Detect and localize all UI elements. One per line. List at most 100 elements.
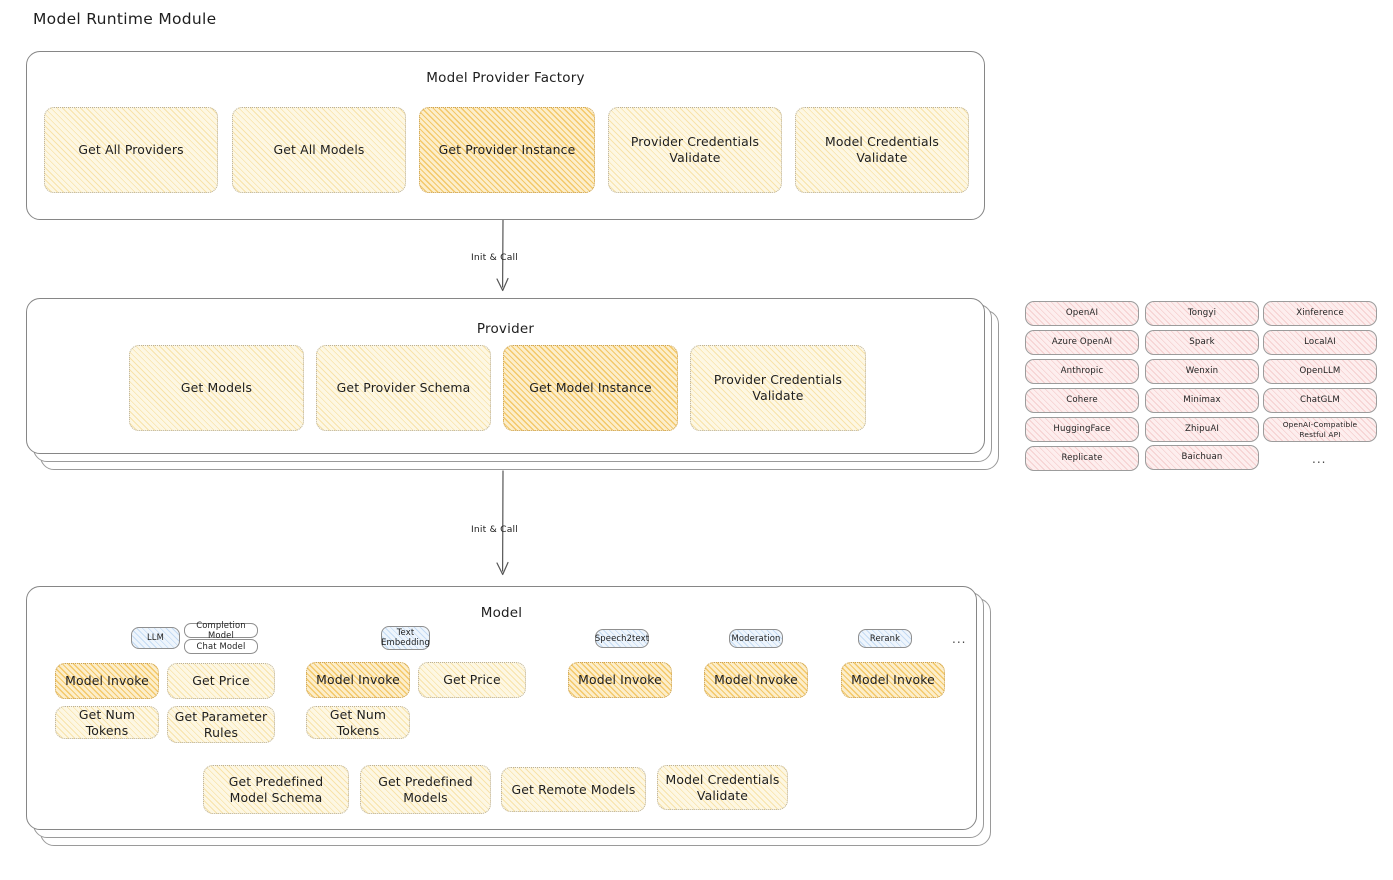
node-label: Model Credentials Validate — [665, 771, 780, 803]
node-provider-credentials-validate[interactable]: Provider Credentials Validate — [608, 107, 782, 193]
arrow-factory-to-provider — [496, 219, 509, 292]
node-get-all-models[interactable]: Get All Models — [232, 107, 406, 193]
provider-chip-localai[interactable]: LocalAI — [1263, 330, 1377, 355]
node-label: Get Remote Models — [511, 781, 636, 797]
badge-label: Completion Model — [196, 619, 246, 640]
node-label: Get All Providers — [78, 142, 184, 158]
arrow-provider-to-model — [496, 470, 509, 576]
provider-chip-openai-compatible-restful-api[interactable]: OpenAI-Compatible Restful API — [1263, 417, 1377, 442]
node-label: Get All Models — [273, 142, 365, 158]
node-label: Get Parameter Rules — [174, 708, 268, 740]
node-label: Get Model Instance — [529, 380, 652, 396]
provider-chip-cohere[interactable]: Cohere — [1025, 388, 1139, 413]
provider-chip-baichuan[interactable]: Baichuan — [1145, 445, 1259, 470]
node-label: Model Invoke — [316, 672, 400, 688]
node-moderation-model-invoke[interactable]: Model Invoke — [704, 662, 808, 698]
node-get-predefined-model-schema[interactable]: Get Predefined Model Schema — [203, 765, 349, 814]
node-rerank-model-invoke[interactable]: Model Invoke — [841, 662, 945, 698]
model-title: Model — [480, 605, 523, 621]
chip-label: Cohere — [1066, 395, 1098, 405]
badge-label: Rerank — [869, 632, 901, 643]
provider-chip-azure-openai[interactable]: Azure OpenAI — [1025, 330, 1139, 355]
node-label: Get Provider Instance — [438, 142, 576, 158]
chip-label: OpenAI-Compatible Restful API — [1282, 420, 1358, 439]
node-get-provider-instance[interactable]: Get Provider Instance — [419, 107, 595, 193]
node-llm-model-invoke[interactable]: Model Invoke — [55, 663, 159, 699]
node-llm-get-parameter-rules[interactable]: Get Parameter Rules — [167, 706, 275, 743]
arrow-label-init-call-2: Init & Call — [471, 524, 519, 535]
model-subtype-badge-chat-model[interactable]: Chat Model — [184, 639, 258, 654]
node-label: Provider Credentials Validate — [630, 134, 760, 165]
node-get-models[interactable]: Get Models — [129, 345, 304, 431]
badge-label: Speech2text — [594, 632, 650, 643]
model-type-badge-moderation[interactable]: Moderation — [729, 629, 783, 648]
chip-label: ZhipuAI — [1184, 424, 1220, 434]
model-provider-factory-title: Model Provider Factory — [426, 70, 585, 86]
chip-label: OpenAI — [1065, 308, 1099, 318]
badge-label: Chat Model — [196, 640, 246, 651]
model-type-badge-rerank[interactable]: Rerank — [858, 629, 912, 648]
chip-label: Baichuan — [1181, 452, 1223, 462]
node-llm-get-num-tokens[interactable]: Get Num Tokens — [55, 706, 159, 739]
page-title: Model Runtime Module — [33, 10, 217, 28]
node-label: Get Price — [192, 673, 250, 689]
node-text-embedding-model-invoke[interactable]: Model Invoke — [306, 662, 410, 698]
provider-chip-replicate[interactable]: Replicate — [1025, 446, 1139, 471]
chip-label: Spark — [1189, 337, 1215, 347]
chip-label: Tongyi — [1187, 308, 1217, 318]
node-label: Get Predefined Model Schema — [228, 773, 324, 805]
arrow-label-init-call-1: Init & Call — [471, 252, 519, 263]
node-label: Get Price — [443, 672, 501, 688]
node-get-remote-models[interactable]: Get Remote Models — [501, 767, 646, 812]
provider-chip-wenxin[interactable]: Wenxin — [1145, 359, 1259, 384]
provider-chip-openllm[interactable]: OpenLLM — [1263, 359, 1377, 384]
node-llm-get-price[interactable]: Get Price — [167, 663, 275, 699]
node-text-embedding-get-num-tokens[interactable]: Get Num Tokens — [306, 706, 410, 739]
node-model-credentials-validate-2[interactable]: Model Credentials Validate — [657, 765, 788, 810]
chip-label: HuggingFace — [1053, 424, 1111, 434]
provider-chip-spark[interactable]: Spark — [1145, 330, 1259, 355]
node-speech2text-model-invoke[interactable]: Model Invoke — [568, 662, 672, 698]
badge-label: Moderation — [731, 632, 781, 643]
model-type-badge-text-embedding[interactable]: Text Embedding — [381, 626, 430, 650]
provider-chip-xinference[interactable]: Xinference — [1263, 301, 1377, 326]
model-type-badge-speech2text[interactable]: Speech2text — [595, 629, 649, 648]
chip-label: OpenLLM — [1299, 366, 1341, 376]
provider-chip-openai[interactable]: OpenAI — [1025, 301, 1139, 326]
provider-chip-minimax[interactable]: Minimax — [1145, 388, 1259, 413]
node-provider-credentials-validate-2[interactable]: Provider Credentials Validate — [690, 345, 866, 431]
badge-label: Text Embedding — [381, 627, 430, 647]
chip-label: LocalAI — [1304, 337, 1336, 347]
node-get-all-providers[interactable]: Get All Providers — [44, 107, 218, 193]
node-get-model-instance[interactable]: Get Model Instance — [503, 345, 678, 431]
chip-label: Wenxin — [1185, 366, 1219, 376]
node-label: Model Invoke — [578, 672, 662, 688]
chip-label: ChatGLM — [1300, 395, 1340, 405]
provider-title: Provider — [476, 321, 535, 337]
node-label: Provider Credentials Validate — [713, 372, 843, 403]
provider-chip-chatglm[interactable]: ChatGLM — [1263, 388, 1377, 413]
node-label: Get Provider Schema — [336, 380, 471, 396]
node-label: Get Predefined Models — [378, 773, 473, 805]
model-type-badge-llm[interactable]: LLM — [131, 627, 180, 649]
provider-chip-tongyi[interactable]: Tongyi — [1145, 301, 1259, 326]
node-label: Model Invoke — [65, 673, 149, 689]
chip-label: Azure OpenAI — [1051, 337, 1113, 347]
node-text-embedding-get-price[interactable]: Get Price — [418, 662, 526, 698]
badge-label: LLM — [146, 632, 164, 643]
node-model-credentials-validate[interactable]: Model Credentials Validate — [795, 107, 969, 193]
provider-list-more-ellipsis: ... — [1312, 452, 1327, 466]
provider-chip-zhipuai[interactable]: ZhipuAI — [1145, 417, 1259, 442]
node-label: Get Num Tokens — [329, 706, 387, 738]
provider-chip-anthropic[interactable]: Anthropic — [1025, 359, 1139, 384]
node-get-provider-schema[interactable]: Get Provider Schema — [316, 345, 491, 431]
node-label: Model Credentials Validate — [825, 134, 939, 165]
chip-label: Replicate — [1061, 453, 1103, 463]
node-label: Get Num Tokens — [78, 706, 136, 738]
node-get-predefined-models[interactable]: Get Predefined Models — [360, 765, 491, 814]
provider-chip-huggingface[interactable]: HuggingFace — [1025, 417, 1139, 442]
model-subtype-badge-completion-model[interactable]: Completion Model — [184, 619, 258, 640]
chip-label: Minimax — [1183, 395, 1221, 405]
node-label: Get Models — [180, 380, 253, 396]
